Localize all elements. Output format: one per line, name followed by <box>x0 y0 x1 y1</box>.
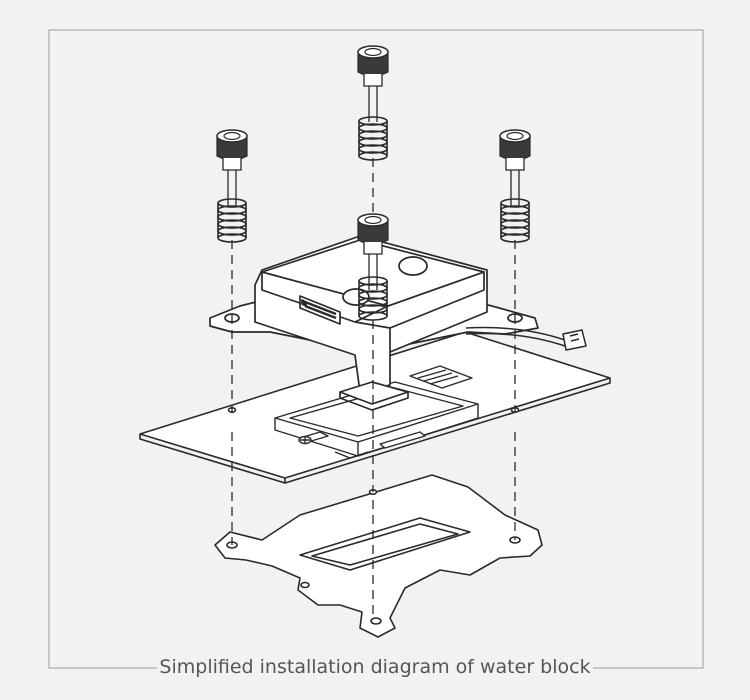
alignment-lines <box>231 158 516 618</box>
thumb-screw-top <box>357 45 389 123</box>
thumb-screw-right <box>499 129 531 207</box>
spring-left <box>217 198 247 243</box>
spring-right <box>500 198 530 243</box>
rgb-cable <box>465 326 587 351</box>
water-block <box>209 235 539 411</box>
backplate <box>214 474 543 638</box>
thumb-screw-left <box>216 129 248 207</box>
spring-center <box>358 276 388 321</box>
spring-top <box>358 116 388 161</box>
cpu-socket <box>274 365 479 459</box>
